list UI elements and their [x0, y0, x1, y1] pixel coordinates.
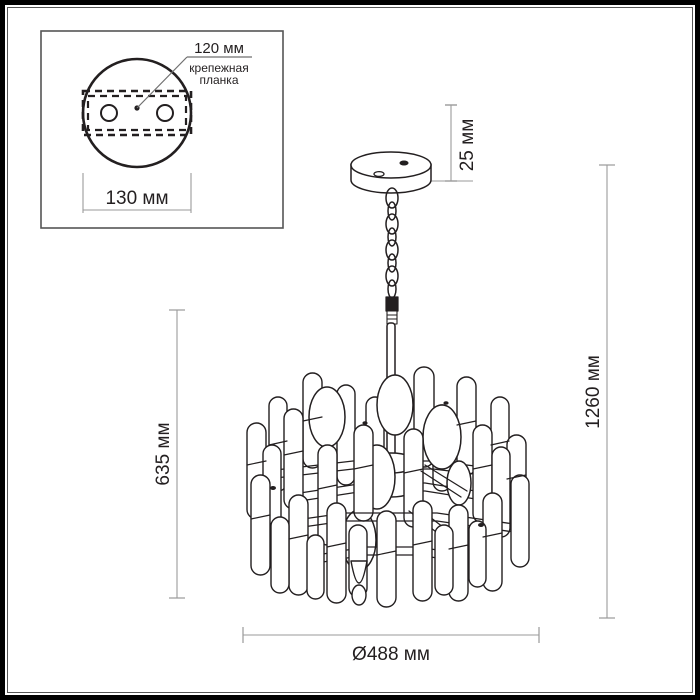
mounting-plate-dashed-outline [81, 89, 193, 137]
suspension-chain [385, 187, 399, 299]
finial-shape [350, 560, 368, 584]
diameter-dimension: Ø488 мм [242, 627, 540, 665]
tube-collar [472, 464, 493, 470]
tube-collar [283, 450, 304, 456]
ceiling-mount-detail-box: 120 мм крепежная планка 130 мм [40, 30, 284, 229]
tube-collar [250, 514, 271, 520]
leader-line [136, 56, 188, 109]
socket-marks [270, 401, 484, 527]
canopy-circle [81, 57, 193, 169]
decor-tube [468, 520, 487, 588]
tube-collar [353, 464, 374, 470]
finial-tip [351, 584, 367, 606]
tube-collar [412, 540, 433, 546]
lamp-bulb [308, 386, 346, 448]
chain-link [387, 253, 397, 273]
chain-rod-connector [385, 296, 399, 325]
bottom-finial [350, 560, 368, 606]
decor-tube [412, 500, 433, 602]
tube-collar [326, 542, 347, 548]
canopy-hole-left [373, 170, 385, 178]
canopy-diameter-label: 130 мм [105, 188, 168, 209]
decor-tube [288, 494, 309, 596]
chain-link [387, 227, 397, 247]
lamp-bulb [446, 460, 472, 506]
diameter-label: Ø488 мм [352, 644, 430, 665]
canopy-height-label: 25 мм [457, 119, 478, 172]
plate-part-name-line1: крепежная [189, 61, 248, 75]
decor-tube [306, 534, 325, 600]
decor-tube [250, 474, 271, 576]
chain-link [385, 187, 399, 209]
socket-mark [362, 421, 368, 425]
mounting-plate-inner-dashed-outline [86, 94, 188, 132]
tube-collar [317, 484, 338, 490]
plate-part-name-line2: планка [200, 73, 239, 87]
tube-collars [246, 416, 527, 556]
decor-tube [270, 516, 290, 594]
connector-block [385, 296, 399, 312]
socket-mark [443, 401, 449, 405]
chain-link [387, 201, 397, 221]
connector-ring-2 [386, 314, 398, 320]
canopy-assembly [350, 151, 432, 194]
lamp-bulb [376, 374, 414, 436]
mounting-hole-right [156, 104, 174, 122]
canopy-hole-right [399, 160, 409, 166]
drawing-canvas: 120 мм крепежная планка 130 мм 25 мм 126… [40, 30, 615, 665]
plate-width-label: 120 мм [194, 40, 244, 57]
frame-diagonal-arm [420, 470, 462, 498]
tube-collar [268, 440, 288, 446]
tube-collar [506, 474, 527, 480]
tube-collar [448, 544, 469, 550]
body-height-dimension: 635 мм [153, 309, 185, 599]
tube-collar [403, 468, 424, 474]
tube-collar [246, 460, 267, 466]
tube-collar [302, 416, 323, 422]
chain-link [385, 239, 399, 261]
tube-collar [376, 550, 397, 556]
tube-collar [288, 534, 309, 540]
decor-tube [376, 510, 397, 608]
decor-tube [353, 424, 374, 522]
chain-link [387, 279, 397, 299]
socket-mark [478, 523, 484, 527]
lamp-bulb [422, 404, 462, 470]
tube-collar [456, 420, 477, 426]
tube-cluster-lower [250, 474, 530, 608]
canopy-top-ellipse [350, 151, 432, 179]
chain-link [385, 265, 399, 287]
socket-mark [270, 486, 276, 490]
decor-tube [434, 524, 454, 596]
total-height-dimension: 1260 мм [583, 164, 615, 619]
tube-collar [490, 440, 510, 446]
total-height-label: 1260 мм [583, 355, 604, 429]
chandelier-illustration [246, 151, 530, 608]
body-height-label: 635 мм [153, 422, 174, 485]
frame-diagonal-arm [424, 464, 468, 492]
canopy-height-dimension: 25 мм [429, 104, 478, 182]
mounting-hole-left [100, 104, 118, 122]
connector-ring-1 [386, 310, 398, 316]
chain-link [385, 213, 399, 235]
decor-tube [283, 408, 304, 510]
decor-tube [510, 474, 530, 568]
decor-tube [326, 502, 347, 604]
tube-collar [482, 532, 503, 538]
